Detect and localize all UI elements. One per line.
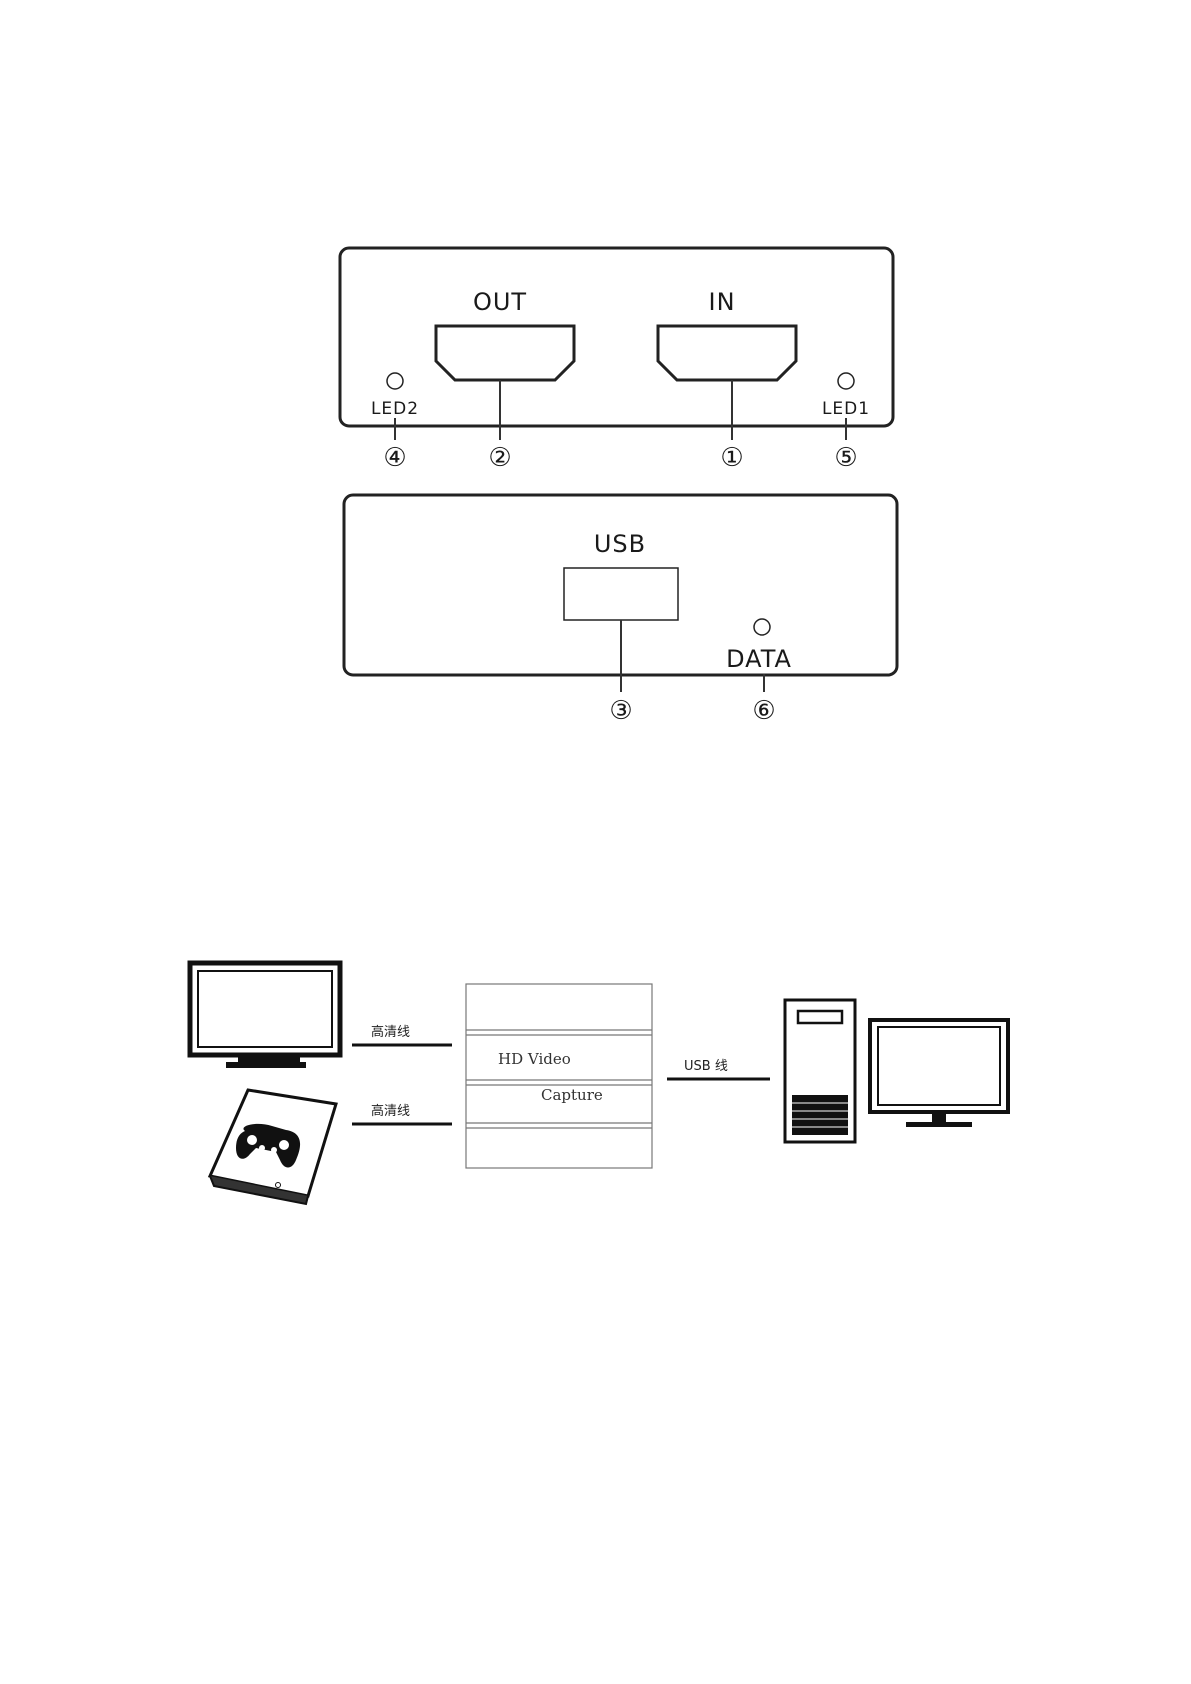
front-panel-outline [340, 248, 893, 426]
pc-tower-icon [785, 1000, 855, 1142]
callout-in: ① [720, 443, 743, 473]
pc-monitor-icon [870, 1020, 1008, 1127]
led-icon [838, 373, 854, 389]
back-panel: USB DATA ③ ⑥ [344, 495, 897, 726]
hdmi-port-icon [658, 326, 796, 380]
callout-led1: ⑤ [834, 443, 857, 473]
led1-label: LED1 [822, 399, 870, 419]
usb-cable-label: USB 线 [684, 1059, 728, 1074]
device-label-line1: HD Video [498, 1050, 571, 1068]
callout-out: ② [488, 443, 511, 473]
front-panel: OUT IN LED2 LED1 ④ ② ① ⑤ [340, 248, 893, 473]
hd-cable-top-label: 高清线 [371, 1024, 410, 1040]
capture-device-box: HD Video Capture [466, 984, 652, 1168]
data-label: DATA [726, 645, 792, 673]
callout-data: ⑥ [752, 696, 775, 726]
tv-monitor-icon [190, 963, 340, 1068]
usb-port-icon [564, 568, 678, 620]
out-label: OUT [473, 288, 527, 316]
led2-label: LED2 [371, 399, 419, 419]
callout-led2: ④ [383, 443, 406, 473]
usb-label: USB [594, 530, 646, 558]
device-label-line2: Capture [541, 1086, 603, 1104]
hdmi-port-icon [436, 326, 574, 380]
hd-cable-bottom-label: 高清线 [371, 1103, 410, 1119]
led-icon [754, 619, 770, 635]
led-icon [387, 373, 403, 389]
connection-diagram: 高清线 高清线 HD Video Capture USB 线 [190, 963, 1008, 1204]
in-label: IN [708, 288, 735, 316]
game-console-icon [210, 1090, 336, 1204]
callout-usb: ③ [609, 696, 632, 726]
